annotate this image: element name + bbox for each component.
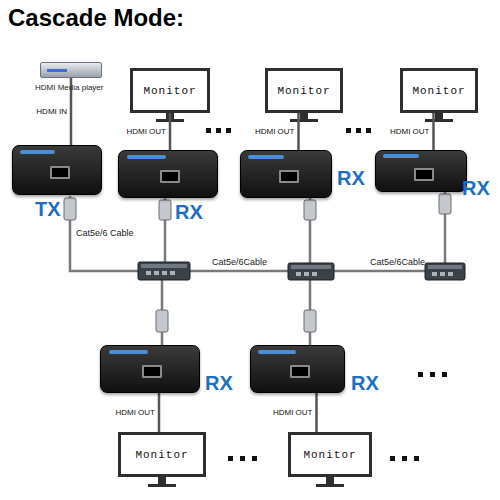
extender-unit: RX <box>250 345 345 393</box>
monitor-label: Monitor <box>303 449 356 461</box>
extender-unit: RX <box>100 345 200 393</box>
rj45-plug <box>439 194 451 214</box>
media-player: HDMI Media player <box>40 62 102 78</box>
edge-label: HDMI OUT <box>255 127 295 136</box>
cable <box>70 196 138 271</box>
rj45-plug <box>304 200 316 220</box>
switch-port <box>146 271 151 275</box>
dot <box>216 128 221 133</box>
cable <box>190 270 288 273</box>
dot <box>356 128 361 133</box>
dot <box>442 372 447 377</box>
dot <box>252 456 257 461</box>
dot <box>366 128 371 133</box>
switch-ports <box>146 271 453 276</box>
cable-lines <box>70 192 445 345</box>
monitor-screen: Monitor <box>118 432 206 477</box>
switch-port <box>312 272 317 276</box>
device-label: RX <box>351 372 379 395</box>
monitor-stand <box>300 112 308 120</box>
rj45-plug <box>64 198 76 220</box>
device-label: TX <box>35 198 61 221</box>
monitor-stand <box>326 476 334 485</box>
edge-label: HDMI OUT <box>273 408 313 417</box>
monitor-base <box>425 119 453 122</box>
switch-port <box>296 272 301 276</box>
switch-top <box>291 265 331 269</box>
device-caption: HDMI Media player <box>35 83 103 92</box>
monitor-label: Monitor <box>277 85 330 97</box>
edge-label: HDMI OUT <box>390 127 430 136</box>
extender-unit: RX <box>240 150 332 198</box>
switch-top <box>428 265 462 269</box>
monitor-base <box>148 484 176 487</box>
edge-label: HDMI IN <box>36 107 67 116</box>
dot <box>418 372 423 377</box>
monitor-screen: Monitor <box>130 68 210 113</box>
dot <box>346 128 351 133</box>
network-switch <box>288 263 334 280</box>
extender-unit: TX <box>12 145 102 195</box>
dot <box>206 128 211 133</box>
hdmi-cable <box>297 113 300 150</box>
rj45-plugs <box>64 194 451 332</box>
cable-label: Cat5e/6 Cable <box>76 228 134 238</box>
device-label: RX <box>175 201 203 224</box>
monitor-label: Monitor <box>412 85 465 97</box>
hdmi-connector <box>433 113 434 150</box>
hdmi-cable <box>169 113 172 150</box>
dot <box>402 456 407 461</box>
hdmi-connector <box>159 393 160 432</box>
monitor-stand <box>435 112 443 120</box>
rj45-plug <box>159 200 171 220</box>
hdmi-connector <box>170 113 171 150</box>
cable-label: Cat5e/6Cable <box>212 257 267 267</box>
dot <box>414 456 419 461</box>
device-label: RX <box>205 372 233 395</box>
monitor-screen: Monitor <box>288 432 372 477</box>
device-label: RX <box>337 167 365 190</box>
network-switch <box>138 262 190 280</box>
diagram-title: Cascade Mode: <box>8 4 184 32</box>
switch-port <box>448 272 453 276</box>
switch-port <box>304 272 309 276</box>
monitor-label: Monitor <box>135 449 188 461</box>
switch-port <box>154 271 159 275</box>
switch-port <box>432 272 437 276</box>
rj45-plug <box>156 310 168 332</box>
network-switch <box>425 263 465 280</box>
switch-port <box>170 271 175 275</box>
switch-port <box>162 271 167 275</box>
hdmi-connector <box>316 393 317 432</box>
switch-top <box>141 264 187 268</box>
dot <box>390 456 395 461</box>
edge-label: HDMI OUT <box>115 408 155 417</box>
dot <box>228 456 233 461</box>
monitor-base <box>316 484 344 487</box>
monitor-stand <box>158 476 166 485</box>
extender-unit: RX <box>118 150 218 198</box>
hdmi-cable <box>432 113 435 150</box>
hdmi-connector <box>298 113 299 150</box>
extender-unit: RX <box>375 150 467 192</box>
cable <box>334 270 425 273</box>
device-label: RX <box>462 177 490 200</box>
monitor-screen: Monitor <box>265 68 343 113</box>
monitor-screen: Monitor <box>400 68 478 113</box>
rj45-plug <box>304 310 316 332</box>
monitor-label: Monitor <box>143 85 196 97</box>
dot <box>240 456 245 461</box>
switch-port <box>440 272 445 276</box>
monitor-base <box>290 119 318 122</box>
dot <box>226 128 231 133</box>
edge-label: HDMI OUT <box>126 127 166 136</box>
cable-label: Cat5e/6Cable <box>370 257 425 267</box>
hdmi-cable <box>315 393 318 432</box>
dot <box>430 372 435 377</box>
hdmi-cable <box>158 393 161 432</box>
